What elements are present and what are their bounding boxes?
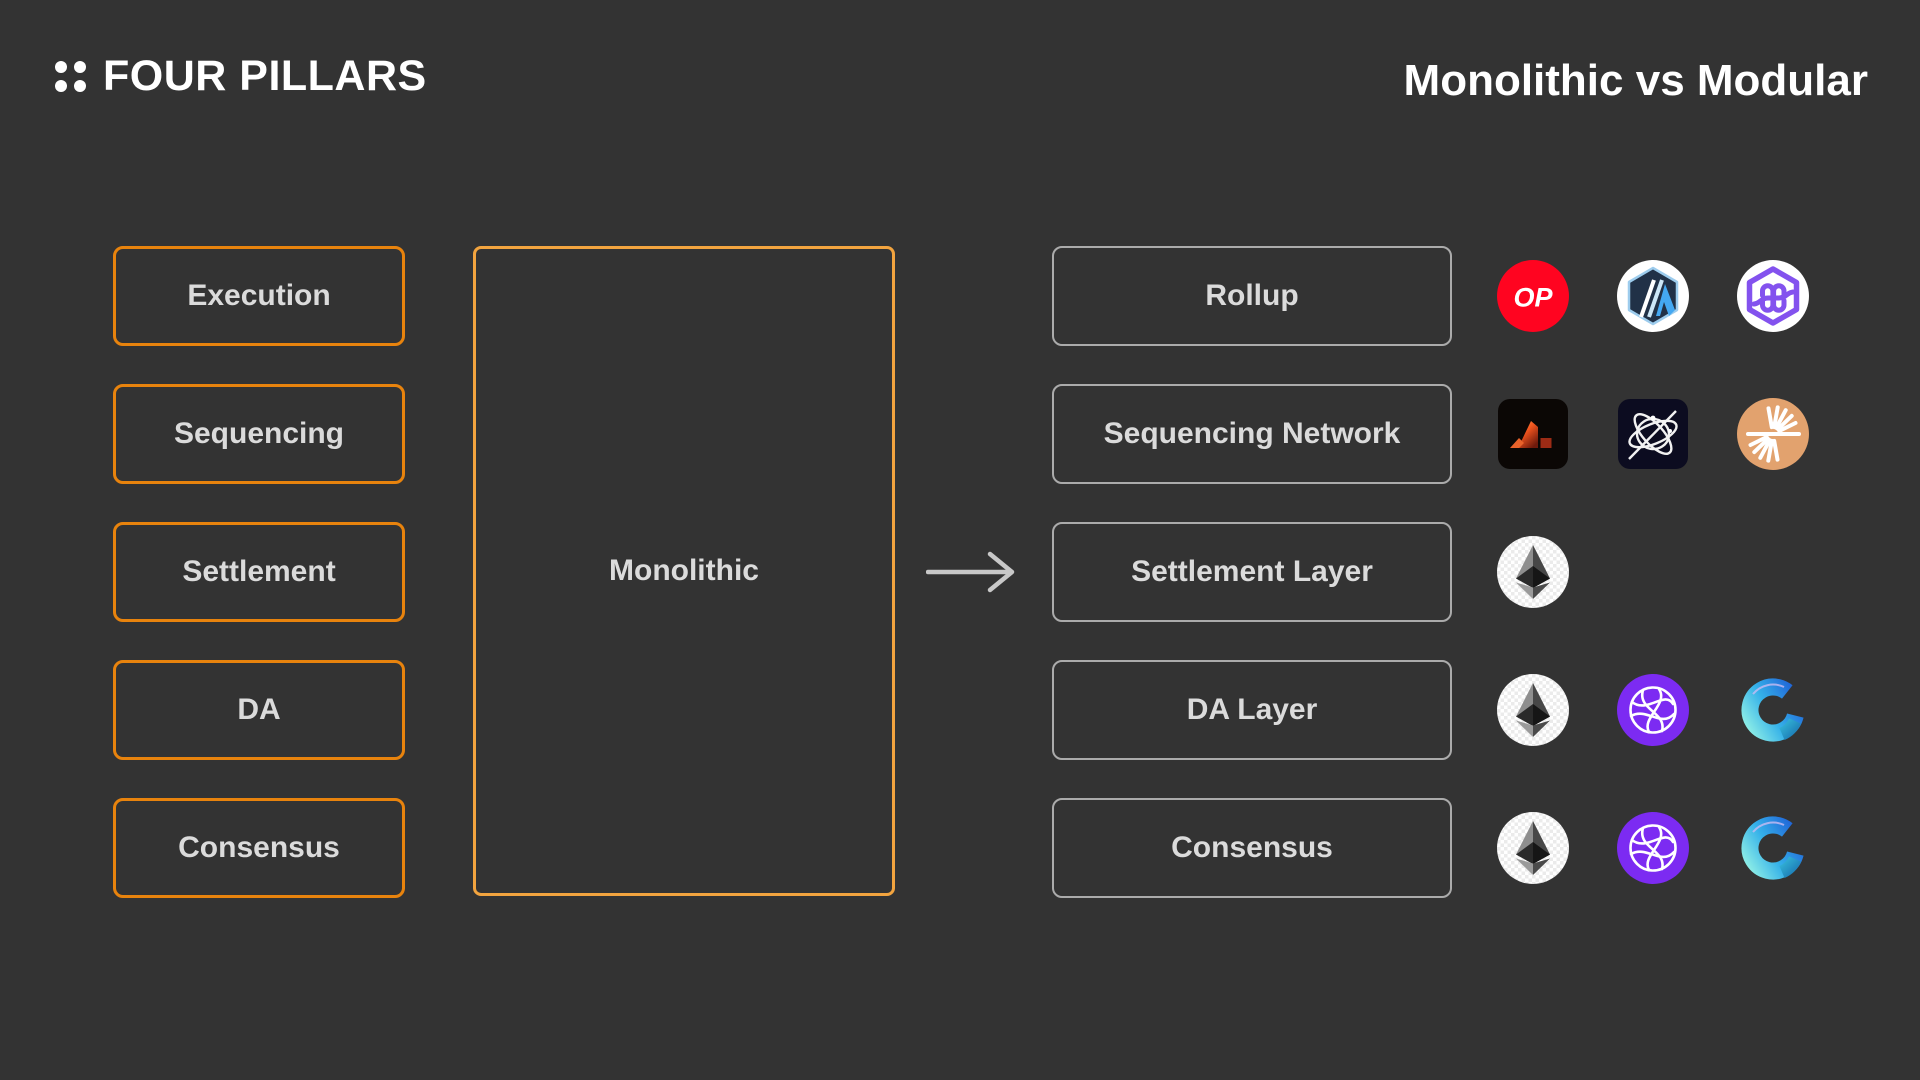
modular-box-rollup: Rollup — [1052, 246, 1452, 346]
ethereum-icon — [1497, 812, 1569, 884]
espresso-icon — [1617, 398, 1689, 470]
avail-icon — [1737, 674, 1809, 746]
pillar-label: DA — [237, 693, 281, 726]
avail-icon — [1737, 812, 1809, 884]
da-layer-icons — [1497, 674, 1809, 746]
pillar-box-consensus: Consensus — [113, 798, 405, 898]
optimism-icon — [1497, 260, 1569, 332]
monolithic-label: Monolithic — [609, 554, 759, 587]
modular-label: DA Layer — [1186, 693, 1318, 726]
modular-label: Rollup — [1205, 279, 1299, 312]
four-dots-logo-icon — [55, 61, 86, 92]
pillar-label: Sequencing — [173, 417, 345, 450]
rollup-icons — [1497, 260, 1809, 332]
pillar-box-execution: Execution — [113, 246, 405, 346]
modular-box-settlement-layer: Settlement Layer — [1052, 522, 1452, 622]
monolithic-box: Monolithic — [473, 246, 895, 896]
consensus-icons — [1497, 812, 1809, 884]
pillar-box-sequencing: Sequencing — [113, 384, 405, 484]
modular-box-da-layer: DA Layer — [1052, 660, 1452, 760]
purple-hexagon-rollup-icon — [1737, 260, 1809, 332]
arbitrum-icon — [1617, 260, 1689, 332]
sequencing-network-icons — [1497, 398, 1809, 470]
settlement-layer-icons — [1497, 536, 1569, 608]
logo-dot — [74, 80, 86, 92]
radius-icon — [1737, 398, 1809, 470]
pillar-label: Execution — [187, 279, 331, 312]
modular-box-consensus: Consensus — [1052, 798, 1452, 898]
pillar-box-da: DA — [113, 660, 405, 760]
astria-icon — [1497, 398, 1569, 470]
modular-label: Settlement Layer — [1131, 555, 1373, 588]
page-title: Monolithic vs Modular — [1403, 56, 1868, 105]
right-arrow-icon — [926, 551, 1015, 593]
logo-dot — [74, 61, 86, 73]
brand-logo: FOUR PILLARS — [55, 52, 427, 101]
logo-dot — [55, 80, 67, 92]
pillar-box-settlement: Settlement — [113, 522, 405, 622]
celestia-icon — [1617, 812, 1689, 884]
brand-name: FOUR PILLARS — [103, 52, 427, 100]
pillar-label: Settlement — [182, 555, 336, 588]
modular-label: Sequencing Network — [1103, 417, 1401, 450]
ethereum-icon — [1497, 536, 1569, 608]
modular-box-sequencing-network: Sequencing Network — [1052, 384, 1452, 484]
logo-dot — [55, 61, 67, 73]
ethereum-icon — [1497, 674, 1569, 746]
celestia-icon — [1617, 674, 1689, 746]
pillar-label: Consensus — [178, 831, 340, 864]
modular-label: Consensus — [1171, 831, 1333, 864]
